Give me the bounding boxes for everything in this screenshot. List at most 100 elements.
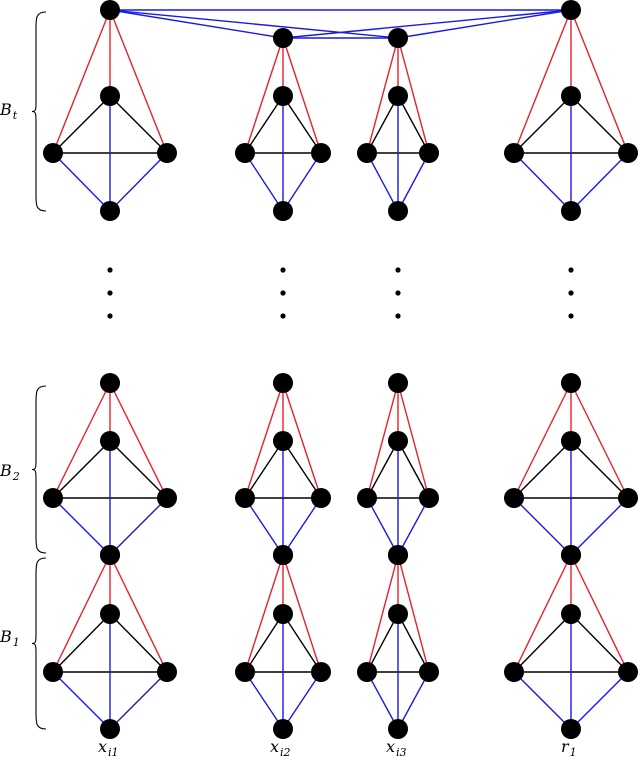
gadget-right-vertex	[311, 143, 331, 163]
blue-edge	[570, 671, 629, 730]
black-edge	[244, 440, 284, 499]
column-label-xi3: xi3	[386, 737, 407, 759]
red-edge	[366, 382, 399, 499]
gadget-right-vertex	[157, 488, 177, 508]
gadget-top-vertex	[100, 0, 120, 20]
gadget-bottom-vertex	[100, 719, 120, 739]
red-edge	[397, 554, 430, 673]
black-edge	[282, 95, 322, 154]
black-edge	[109, 95, 168, 154]
red-edge	[282, 382, 322, 499]
ellipsis-dot	[395, 267, 401, 273]
blue-edge	[244, 671, 284, 730]
gadget-inner-vertex	[273, 604, 293, 624]
top-link-edge	[109, 9, 284, 39]
gadget-top-vertex	[100, 545, 120, 565]
top-link-edge	[397, 9, 572, 39]
black-edge	[366, 613, 399, 673]
black-edge	[282, 440, 322, 499]
blue-edge	[109, 152, 168, 212]
column-label-xi1: xi1	[98, 737, 119, 759]
vertices-layer	[43, 0, 638, 739]
blue-edge	[282, 152, 322, 212]
blue-edge	[244, 152, 284, 212]
gadget-inner-vertex	[273, 431, 293, 451]
black-edge	[366, 440, 399, 499]
black-edge	[570, 440, 629, 499]
black-edge	[282, 613, 322, 673]
gadget-right-vertex	[618, 662, 638, 682]
black-edge	[52, 95, 111, 154]
red-edge	[244, 554, 284, 673]
blue-edge	[397, 152, 430, 212]
gadget-right-vertex	[157, 143, 177, 163]
black-edge	[397, 440, 430, 499]
ellipsis-dot	[568, 267, 574, 273]
braces-layer	[31, 11, 47, 730]
blue-edge	[282, 497, 322, 556]
red-edge	[397, 37, 430, 154]
black-edge	[397, 613, 430, 673]
red-edge	[282, 37, 322, 154]
blue-edge	[109, 497, 168, 556]
edges-layer	[52, 9, 629, 730]
red-edge	[52, 9, 111, 154]
gadget-left-vertex	[43, 143, 63, 163]
red-edge	[513, 382, 572, 499]
gadget-inner-vertex	[388, 86, 408, 106]
blue-edge	[366, 152, 399, 212]
blue-edge	[397, 497, 430, 556]
black-edge	[513, 613, 572, 673]
column-label-r1: r1	[561, 737, 577, 759]
black-edge	[244, 95, 284, 154]
gadget-inner-vertex	[100, 431, 120, 451]
gadget-right-vertex	[311, 662, 331, 682]
vertical-ellipsis-layer	[107, 267, 574, 319]
gadget-bottom-vertex	[561, 719, 581, 739]
ellipsis-dot	[280, 267, 286, 273]
gadget-left-vertex	[357, 488, 377, 508]
black-edge	[397, 95, 430, 154]
block-label-t: Bt	[0, 100, 18, 122]
top-connection-edges	[109, 9, 572, 39]
gadget-top-vertex	[561, 545, 581, 565]
gadget-inner-vertex	[388, 431, 408, 451]
gadget-top-vertex	[561, 373, 581, 393]
gadget-left-vertex	[504, 143, 524, 163]
black-edge	[109, 613, 168, 673]
blue-edge	[52, 497, 111, 556]
gadget-left-vertex	[504, 488, 524, 508]
red-edge	[513, 554, 572, 673]
blue-edge	[366, 671, 399, 730]
gadget-top-vertex	[273, 545, 293, 565]
gadget-top-vertex	[100, 373, 120, 393]
gadget-bottom-vertex	[273, 719, 293, 739]
top-link-edge	[109, 9, 399, 39]
blue-edge	[397, 671, 430, 730]
blue-edge	[282, 671, 322, 730]
gadget-top-vertex	[388, 373, 408, 393]
red-edge	[109, 382, 168, 499]
ellipsis-dot	[280, 313, 286, 319]
black-edge	[244, 613, 284, 673]
gadget-top-vertex	[273, 373, 293, 393]
column-label-xi2: xi2	[270, 737, 291, 759]
gadget-top-vertex	[388, 545, 408, 565]
block-label-2: B2	[0, 461, 20, 483]
gadget-bottom-vertex	[273, 201, 293, 221]
blue-edge	[513, 497, 572, 556]
gadget-inner-vertex	[100, 86, 120, 106]
blue-edge	[570, 497, 629, 556]
blue-edge	[109, 671, 168, 730]
red-edge	[244, 37, 284, 154]
black-edge	[513, 440, 572, 499]
red-edge	[570, 554, 629, 673]
gadget-bottom-vertex	[100, 201, 120, 221]
red-edge	[109, 554, 168, 673]
blue-edge	[366, 497, 399, 556]
blue-edge	[513, 671, 572, 730]
gadget-right-vertex	[157, 662, 177, 682]
red-edge	[282, 554, 322, 673]
red-edge	[109, 9, 168, 154]
